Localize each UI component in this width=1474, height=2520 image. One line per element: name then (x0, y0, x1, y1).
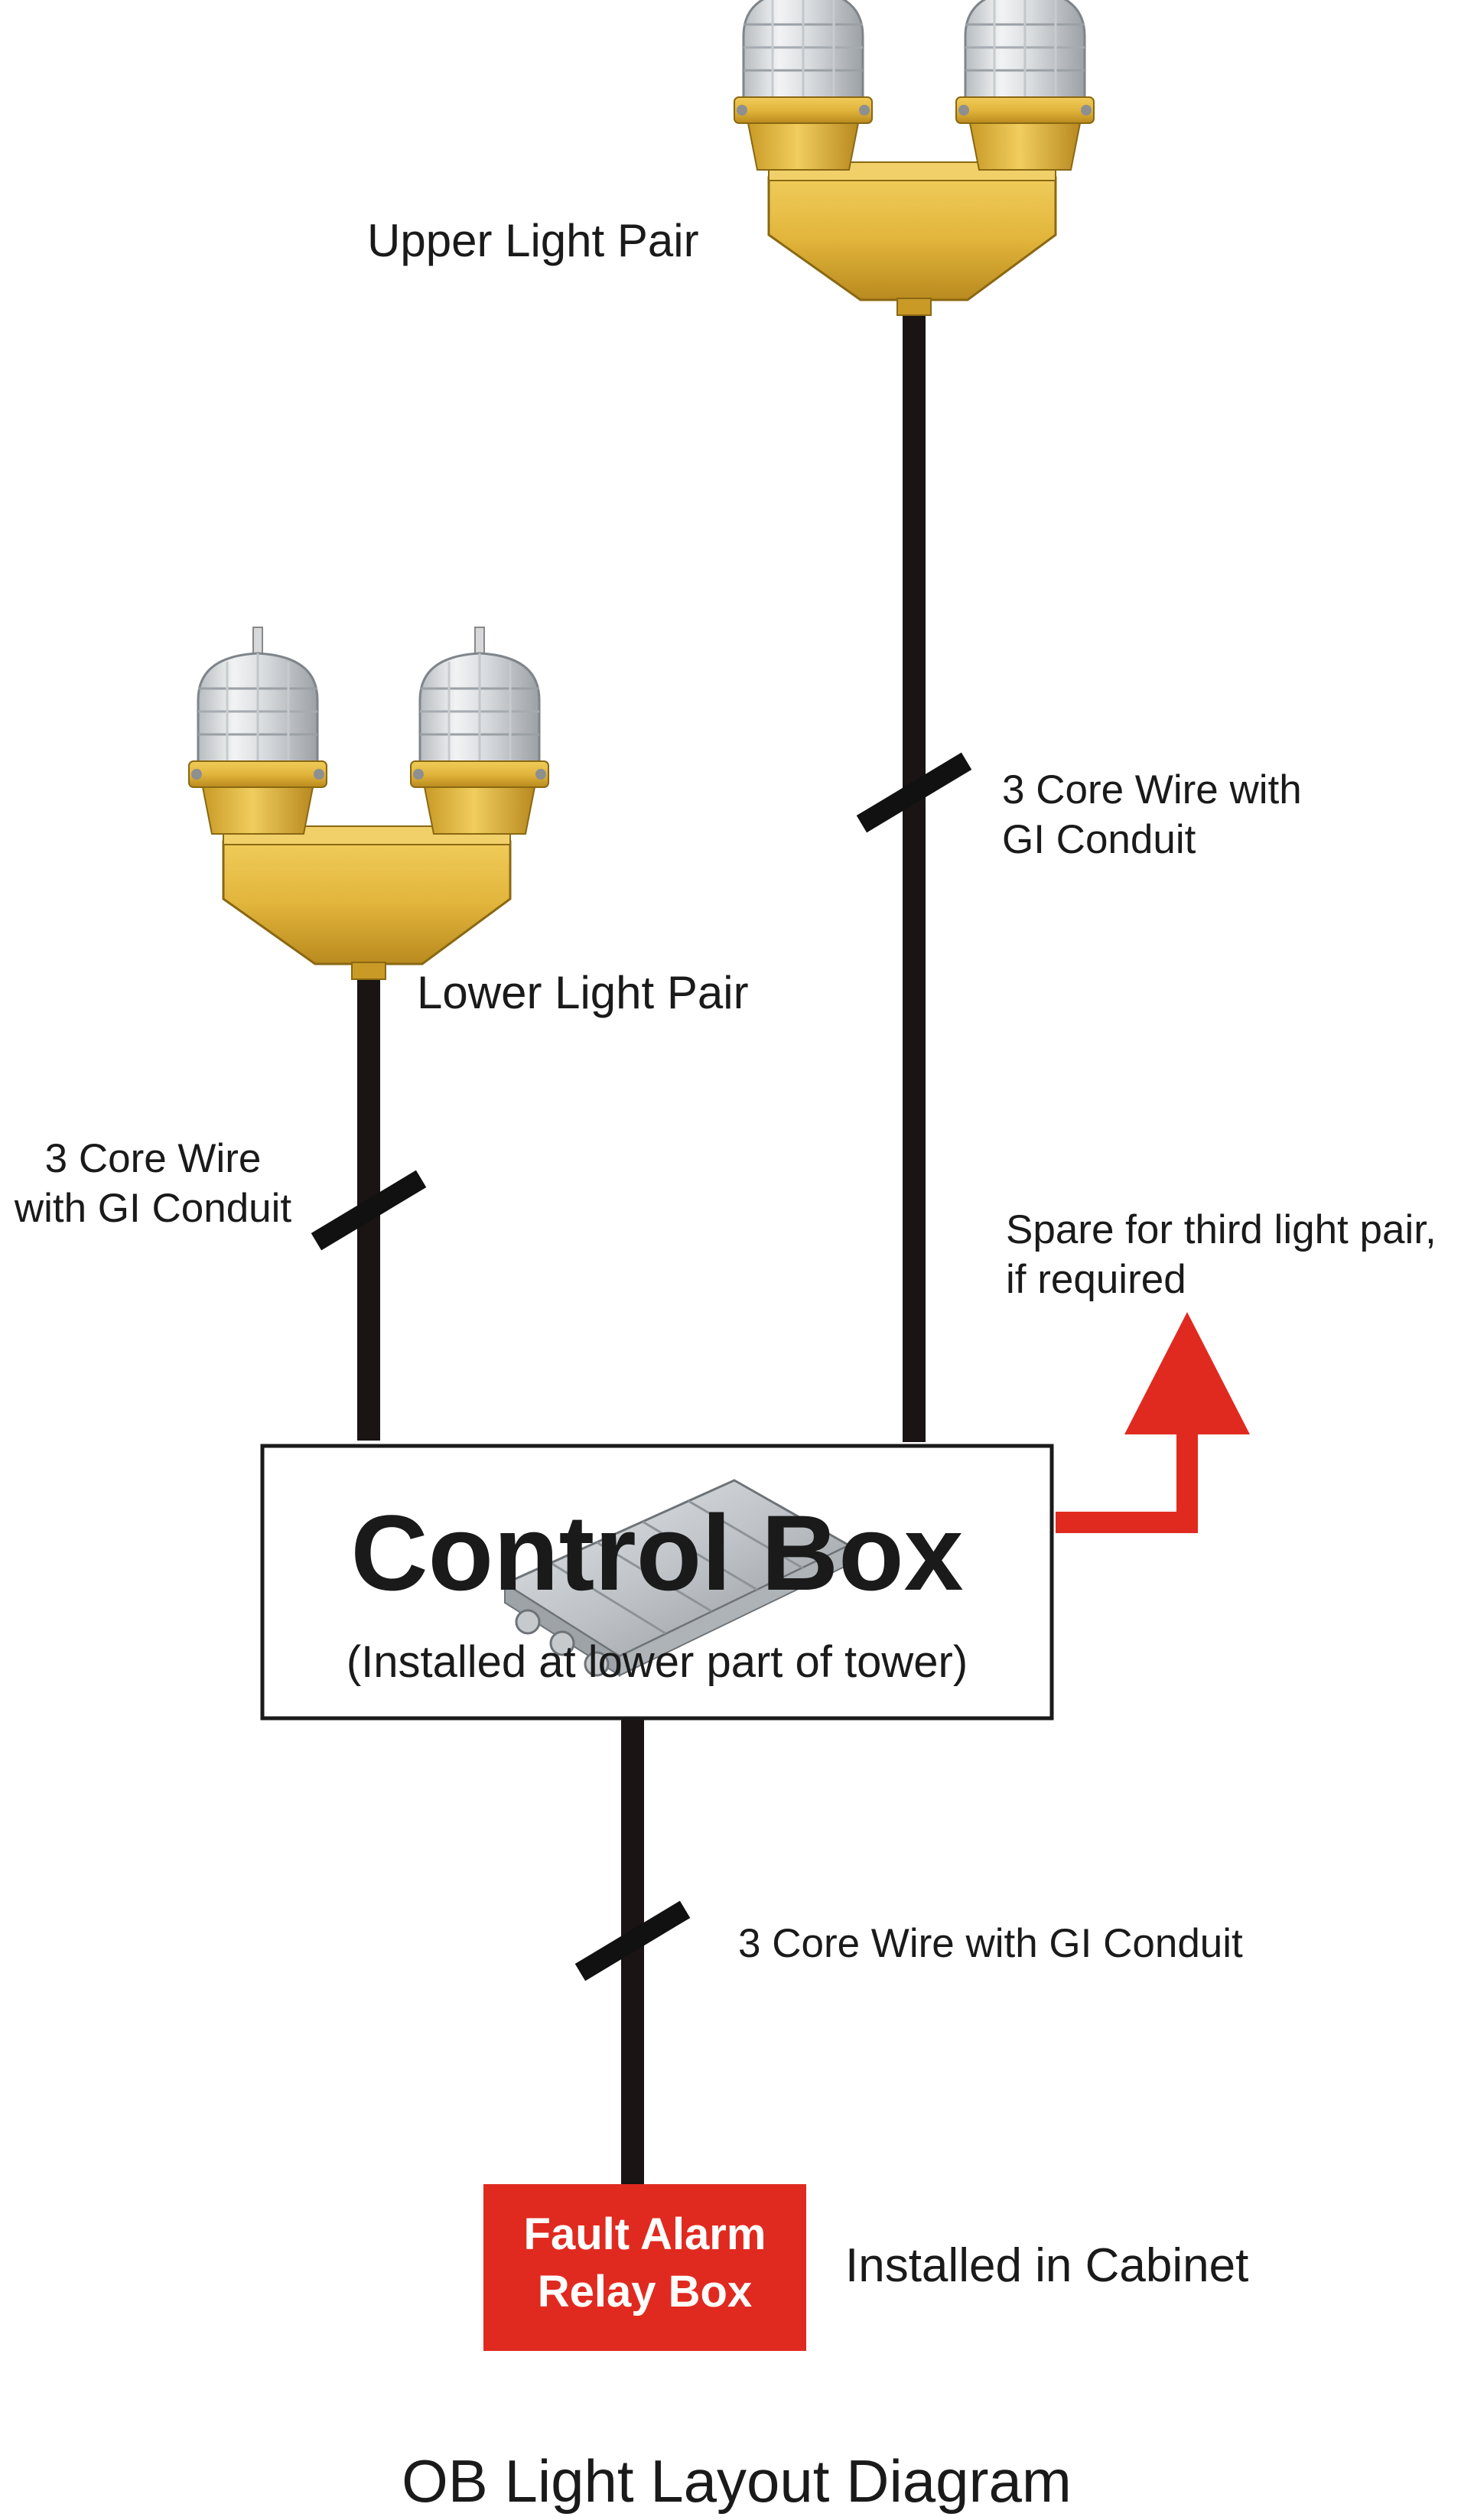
bottom-wire-label: 3 Core Wire with GI Conduit (738, 1921, 1243, 1966)
upper-wire-slash (856, 752, 972, 833)
upper-wire-label-line1: 3 Core Wire with (1002, 767, 1302, 812)
lower-wire-slash (311, 1170, 427, 1251)
lower-light-pair-icon (189, 627, 548, 979)
upper-wire (903, 314, 926, 1442)
control-box: Control Box (Installed at lower part of … (260, 1444, 1054, 1721)
lower-wire-label-line1: 3 Core Wire (45, 1136, 262, 1181)
bottom-wire-slash (574, 1900, 691, 1981)
spare-label-line2: if required (1006, 1257, 1186, 1302)
upper-wire-label-line2: GI Conduit (1002, 817, 1196, 862)
lower-wire-label-line2: with GI Conduit (14, 1186, 292, 1231)
fault-alarm-relay-box: Fault Alarm Relay Box (483, 2184, 806, 2351)
spare-label-line1: Spare for third light pair, (1006, 1207, 1437, 1252)
upper-light-pair-label: Upper Light Pair (367, 215, 699, 266)
control-box-title: Control Box (350, 1493, 963, 1613)
lower-light-pair-label: Lower Light Pair (417, 967, 749, 1018)
spare-arrow-icon (1056, 1312, 1250, 1533)
alarm-box-line1: Fault Alarm (524, 2209, 766, 2259)
control-box-subtitle: (Installed at lower part of tower) (347, 1637, 968, 1687)
upper-light-pair-icon (734, 0, 1094, 315)
bottom-wire (621, 1714, 644, 2211)
diagram-title: OB Light Layout Diagram (402, 2447, 1072, 2515)
alarm-box-line2: Relay Box (538, 2267, 752, 2317)
alarm-box-note: Installed in Cabinet (845, 2239, 1248, 2292)
control-enclosure-icon (502, 1479, 852, 1677)
